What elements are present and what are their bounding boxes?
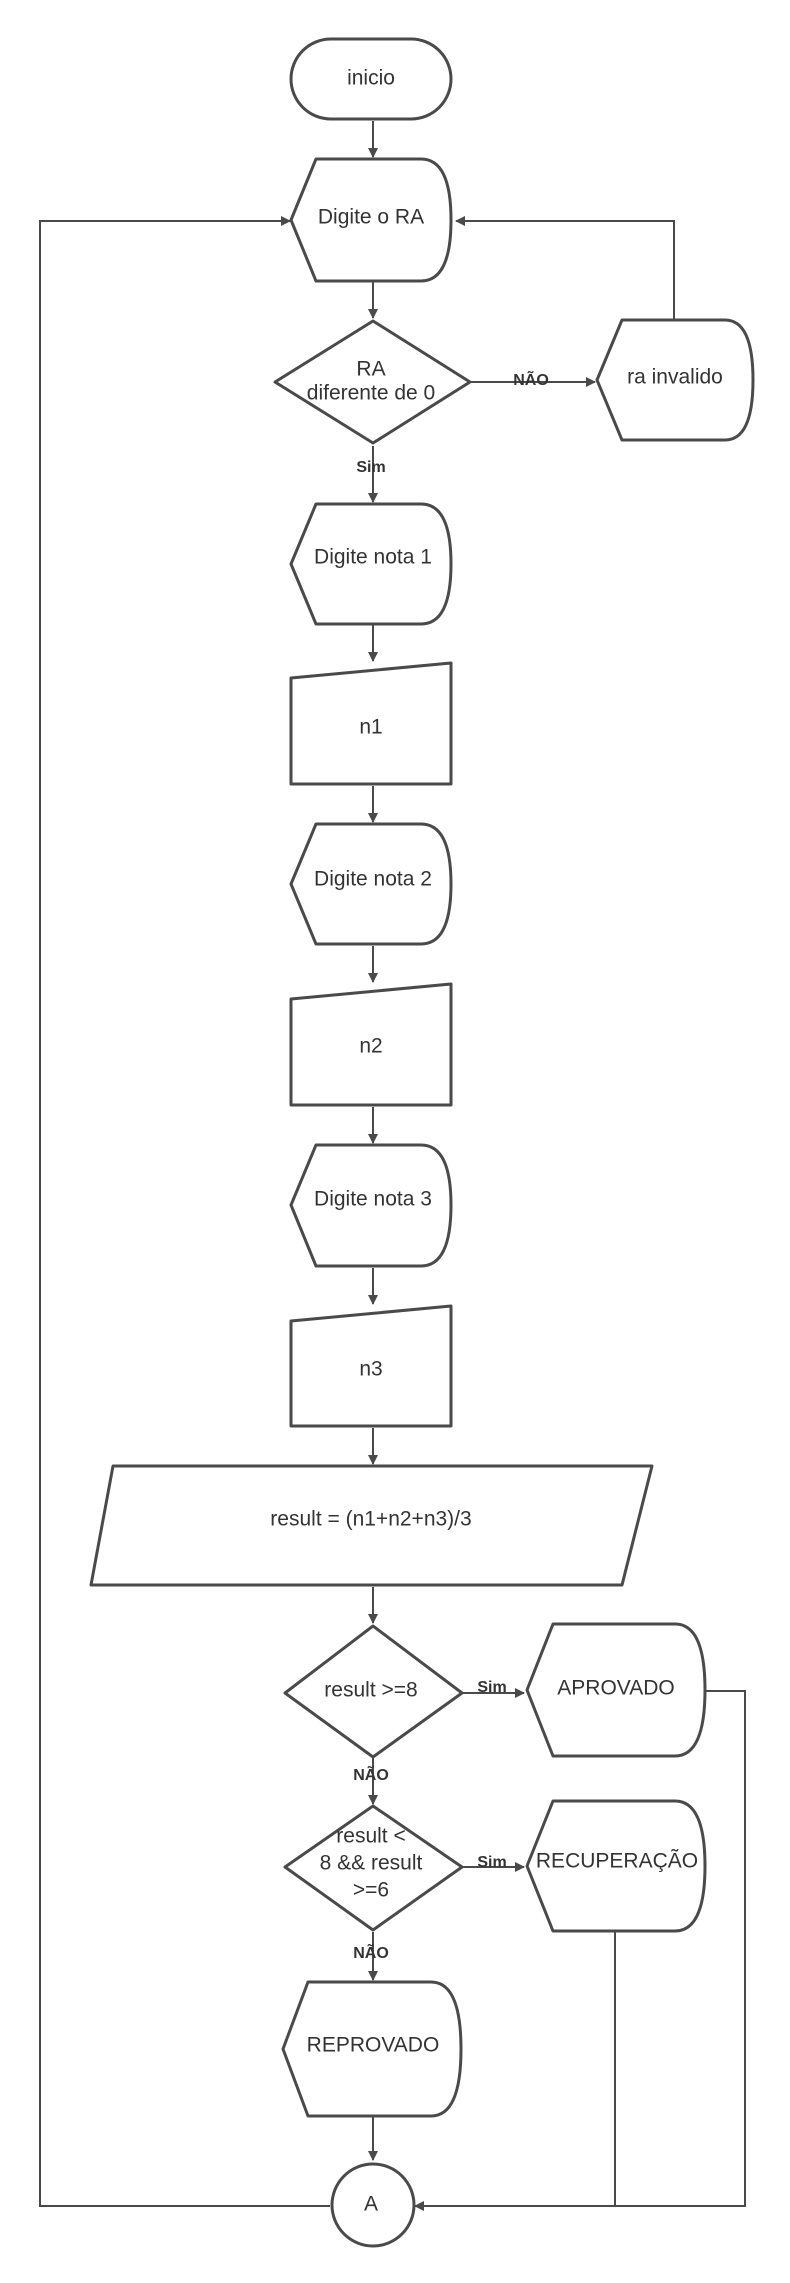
node-result-calc-label: result = (n1+n2+n3)/3 [270, 1508, 471, 1531]
edge-label-ge8-nao: NÃO [353, 1764, 389, 1784]
edge-a-loop-back [39, 216, 330, 2207]
node-result-rec-label: >=6 [353, 1879, 389, 1902]
node-ra-invalido-label: ra invalido [627, 366, 723, 389]
node-aprovado: APROVADO [525, 1622, 707, 1758]
node-result-rec-label: result < [336, 1825, 405, 1848]
edge-label-ge8-sim: Sim [477, 1679, 506, 1696]
node-digite-n2-label: Digite nota 2 [314, 868, 432, 891]
node-n3-label: n3 [359, 1358, 382, 1381]
edges [39, 121, 746, 2211]
node-result-ge8: result >=8 [283, 1624, 464, 1759]
node-digite-n2: Digite nota 2 [289, 822, 453, 946]
edge-label-ra-sim: Sim [356, 459, 385, 476]
node-ra-check: RA diferente de 0 [273, 319, 472, 445]
node-n2: n2 [289, 982, 453, 1107]
node-n1: n1 [289, 661, 453, 786]
node-digite-n3: Digite nota 3 [289, 1143, 453, 1268]
node-ra-invalido: ra invalido [595, 318, 755, 442]
node-reprovado-label: REPROVADO [307, 2034, 440, 2057]
node-n2-label: n2 [359, 1035, 382, 1058]
node-result-calc: result = (n1+n2+n3)/3 [89, 1464, 654, 1587]
node-digite-ra: Digite o RA [289, 157, 453, 283]
node-n1-label: n1 [359, 716, 382, 739]
edge-ra-invalido-back [455, 216, 675, 320]
edge-label-rec-nao: NÃO [353, 1942, 389, 1962]
node-result-rec-label: 8 && result [320, 1852, 423, 1875]
node-recuperacao-label: RECUPERAÇÃO [536, 1849, 698, 1873]
node-n3: n3 [289, 1304, 453, 1428]
node-reprovado: REPROVADO [281, 1980, 463, 2118]
node-connector-a: A [330, 2162, 416, 2248]
edge-labels: NÃO Sim Sim NÃO Sim NÃO [353, 369, 549, 1962]
node-aprovado-label: APROVADO [557, 1677, 674, 1700]
node-result-ge8-label: result >=8 [324, 1679, 417, 1702]
node-digite-n1-label: Digite nota 1 [314, 546, 432, 569]
node-recuperacao: RECUPERAÇÃO [525, 1799, 707, 1933]
node-digite-ra-label: Digite o RA [318, 206, 424, 229]
edge-label-ra-nao: NÃO [513, 369, 549, 389]
node-connector-a-label: A [364, 2193, 378, 2216]
node-ra-check-label: diferente de 0 [307, 382, 435, 405]
node-inicio-label: inicio [347, 67, 395, 90]
edge-label-rec-sim: Sim [477, 1854, 506, 1871]
node-ra-check-label: RA [356, 358, 385, 381]
node-result-rec: result < 8 && result >=6 [283, 1804, 464, 1932]
edge-aprovado-to-a [414, 1690, 746, 2211]
node-digite-n3-label: Digite nota 3 [314, 1188, 432, 1211]
node-inicio: inicio [289, 37, 453, 121]
node-digite-n1: Digite nota 1 [289, 502, 453, 626]
